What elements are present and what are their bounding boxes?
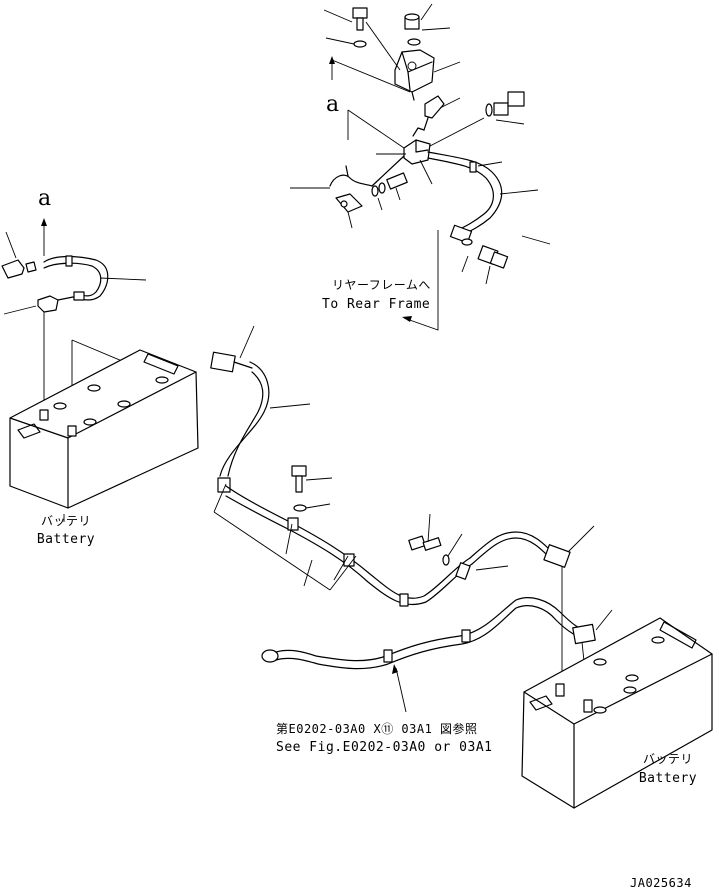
small-harness	[329, 174, 373, 187]
battery-left-label-jp: バッテリ	[40, 514, 91, 528]
bolt-right	[485, 91, 525, 117]
drawing-number: JA025634	[630, 876, 692, 890]
battery-left	[9, 349, 199, 522]
battery-right-label-en: Battery	[638, 771, 698, 786]
view-marker-a-top: a	[326, 92, 340, 117]
left-assembly	[1, 218, 197, 428]
rear-frame-label-en: To Rear Frame	[322, 297, 431, 312]
left-clamp	[37, 295, 59, 313]
switch-bracket	[394, 49, 435, 93]
small-clip	[335, 193, 363, 213]
bolt-small	[386, 172, 408, 190]
main-cable	[210, 325, 595, 607]
washer-top	[353, 40, 367, 48]
battery-right	[521, 617, 713, 809]
bolt-top	[352, 7, 368, 31]
left-lug	[1, 259, 25, 279]
terminal-boot	[424, 95, 445, 119]
rear-frame-label-jp: リヤーフレームへ	[332, 278, 431, 292]
nut-cap	[404, 13, 420, 30]
battery-left-label-en: Battery	[36, 532, 96, 547]
cable-clamp-top	[469, 161, 477, 173]
cable-lug-rear	[449, 224, 473, 244]
see-fig-label-jp: 第E0202-03A0 X⑪ 03A1 図参照	[276, 722, 478, 736]
see-fig-label-en: See Fig.E0202-03A0 or 03A1	[276, 740, 493, 755]
battery-right-label-jp: バッテリ	[642, 752, 693, 766]
bolt-rear-frame	[461, 238, 509, 269]
washer-right	[407, 38, 421, 46]
cable-rear-frame	[427, 151, 503, 237]
top-assembly	[290, 3, 551, 331]
view-marker-a-left: a	[38, 186, 52, 211]
